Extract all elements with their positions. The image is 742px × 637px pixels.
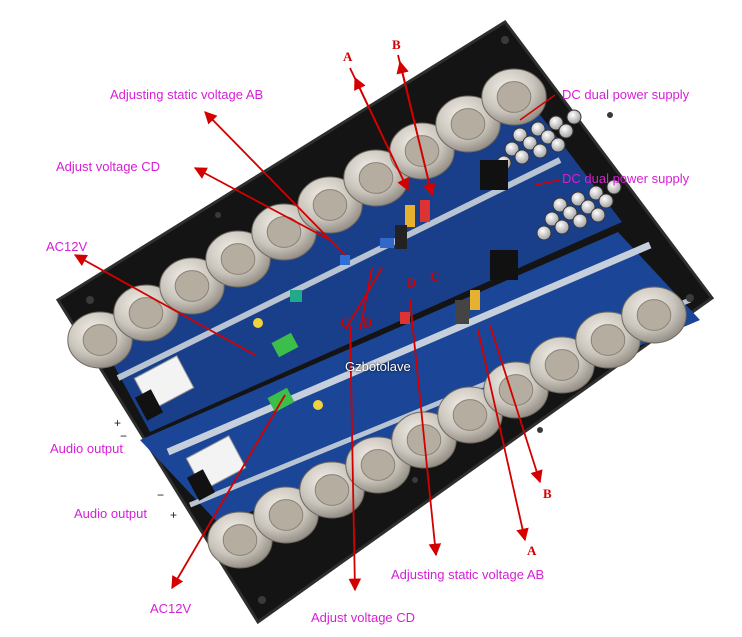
letter-d-2: D	[407, 275, 417, 290]
mounting-holes	[86, 36, 694, 604]
polarity-minus-2: −	[157, 488, 165, 502]
capacitor	[532, 143, 548, 159]
label-adjust-cd-bottom: Adjust voltage CD	[311, 610, 416, 625]
letter-b-top: B	[392, 37, 401, 52]
letter-a-bottom: A	[527, 543, 537, 558]
capacitor	[548, 115, 564, 131]
capacitor	[554, 219, 570, 235]
small-components	[253, 160, 518, 410]
capacitor	[514, 149, 530, 165]
capacitor	[530, 121, 546, 137]
capacitor	[558, 123, 574, 139]
letter-d-1: D	[363, 315, 373, 330]
label-audio-output-1: Audio output	[50, 441, 124, 456]
capacitor	[562, 205, 578, 221]
capacitor-bank	[496, 109, 622, 241]
label-adjust-cd-top: Adjust voltage CD	[56, 159, 161, 174]
label-static-voltage-ab-bottom: Adjusting static voltage AB	[391, 567, 545, 582]
capacitor	[588, 185, 604, 201]
capacitor	[572, 213, 588, 229]
pcb-board-lower	[140, 232, 700, 525]
label-dc-supply-2: DC dual power supply	[562, 171, 690, 186]
polarity-minus-1: −	[120, 429, 128, 443]
capacitor	[544, 211, 560, 227]
capacitor	[590, 207, 606, 223]
polarity-plus-1: +	[114, 416, 122, 430]
letter-b-bottom: B	[543, 486, 552, 501]
capacitor	[512, 127, 528, 143]
capacitor	[540, 129, 556, 145]
capacitor	[598, 193, 614, 209]
capacitor	[522, 135, 538, 151]
capacitor	[606, 179, 622, 195]
capacitor	[566, 109, 582, 125]
label-audio-output-2: Audio output	[74, 506, 148, 521]
letter-c-2: C	[430, 269, 440, 284]
label-ac12v-bottom: AC12V	[150, 601, 192, 616]
annotation-arrows	[73, 54, 543, 592]
power-transistors-upper	[67, 68, 547, 369]
watermark-text: Gzbotolave	[345, 359, 411, 374]
capacitor	[536, 225, 552, 241]
label-ac12v-top: AC12V	[46, 239, 88, 254]
capacitor	[580, 199, 596, 215]
output-connectors	[133, 355, 247, 501]
label-static-voltage-ab-top: Adjusting static voltage AB	[110, 87, 264, 102]
capacitor	[552, 197, 568, 213]
polarity-plus-2: +	[170, 508, 178, 522]
capacitor	[504, 141, 520, 157]
power-transistors-lower	[207, 286, 687, 569]
capacitor	[570, 191, 586, 207]
capacitor	[550, 137, 566, 153]
label-dc-supply-1: DC dual power supply	[562, 87, 690, 102]
terminal-blocks	[267, 332, 299, 413]
letter-c-1: C	[340, 315, 350, 330]
letter-a-top: A	[343, 49, 353, 64]
